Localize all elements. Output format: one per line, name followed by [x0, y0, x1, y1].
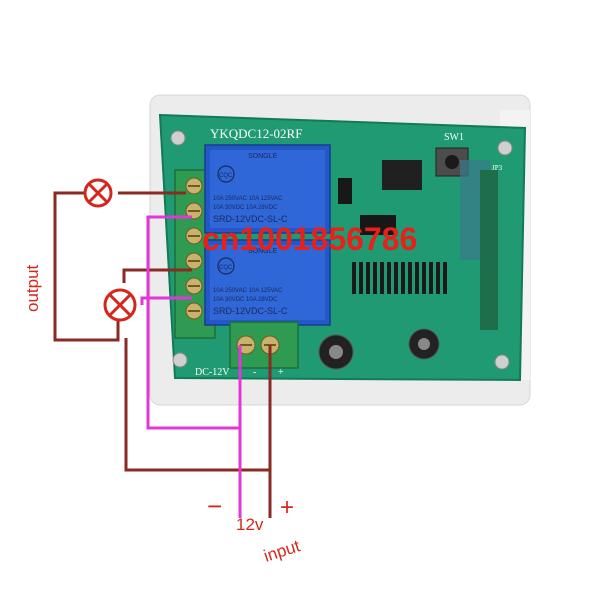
lamp-1 — [83, 178, 113, 208]
mount-hole-bl — [172, 352, 188, 368]
coil-turn — [415, 262, 419, 294]
coil-turn — [373, 262, 377, 294]
board-model-label: YKQDC12-02RF — [210, 126, 302, 141]
board-minus-mark: - — [253, 367, 256, 378]
jumper-label: JP3 — [492, 164, 503, 172]
relay-2-cert-icon — [217, 257, 235, 275]
relay-2-model: SRD-12VDC-SL-C — [213, 306, 288, 316]
plus-label: + — [280, 494, 294, 521]
mount-hole-tr — [497, 140, 513, 156]
watermark-text: cn1001856786 — [202, 221, 417, 257]
lamp-2 — [103, 288, 137, 322]
mount-hole-tl — [170, 130, 186, 146]
coil-turn — [429, 262, 433, 294]
coil-turn — [401, 262, 405, 294]
wire-common-to-plus — [124, 338, 272, 472]
relay-2-rating-1: 10A 250VAC 10A 125VAC — [213, 288, 283, 294]
relay-2-brand: SONGLE — [248, 248, 278, 255]
coil-turn — [394, 262, 398, 294]
relay-2: CQC SONGLE 10A 250VAC 10A 125VAC 10A 30V… — [204, 239, 331, 326]
ic-chip — [382, 160, 422, 190]
antenna-coil — [352, 262, 447, 294]
coil-turn — [366, 262, 370, 294]
relay-1-rating-1: 10A 250VAC 10A 125VAC — [213, 196, 283, 202]
minus-label: − — [207, 491, 222, 521]
coil-turn — [380, 262, 384, 294]
coil-turn — [408, 262, 412, 294]
coil-turn — [359, 262, 363, 294]
coil-turn — [387, 262, 391, 294]
push-button-cap — [445, 155, 459, 169]
coil-turn — [422, 262, 426, 294]
magenta-wires — [140, 215, 272, 518]
voltage-label: 12v — [236, 515, 264, 534]
relay-1-model: SRD-12VDC-SL-C — [213, 214, 288, 224]
relay-2-rating-2: 10A 30VDC 10A 28VDC — [213, 297, 278, 303]
input-label: input — [261, 536, 302, 566]
coil-turn — [443, 262, 447, 294]
header-strip — [480, 170, 498, 330]
mount-hole-br — [494, 354, 510, 370]
capacitor-1-top — [329, 345, 343, 359]
coil-turn — [352, 262, 356, 294]
coil-turn — [436, 262, 440, 294]
wire-lamp2-to-terminal4 — [122, 268, 192, 283]
resistor-array — [360, 215, 396, 235]
relay-2-cert: CQC — [219, 265, 233, 271]
brown-wires — [53, 191, 272, 472]
dc-voltage-label: DC-12V — [195, 367, 230, 378]
wire-terminal5 — [140, 296, 192, 305]
board-plus-mark: + — [278, 367, 284, 378]
switch-label: SW1 — [444, 132, 464, 143]
wire-terminal2-to-minus — [146, 215, 240, 430]
wire-lamp1-return — [53, 191, 120, 342]
output-label: output — [23, 264, 42, 312]
relay-1: SONGLE CQC 10A 250VAC 10A 125VAC 10A 30V… — [204, 144, 331, 234]
relay-1-rating-2: 10A 30VDC 10A 28VDC — [213, 205, 278, 211]
relay-1-brand: SONGLE — [248, 153, 278, 160]
transistor — [338, 178, 352, 204]
capacitor-2-top — [418, 338, 430, 350]
relay-1-cert-icon — [217, 165, 235, 183]
relay-1-cert: CQC — [219, 173, 233, 179]
